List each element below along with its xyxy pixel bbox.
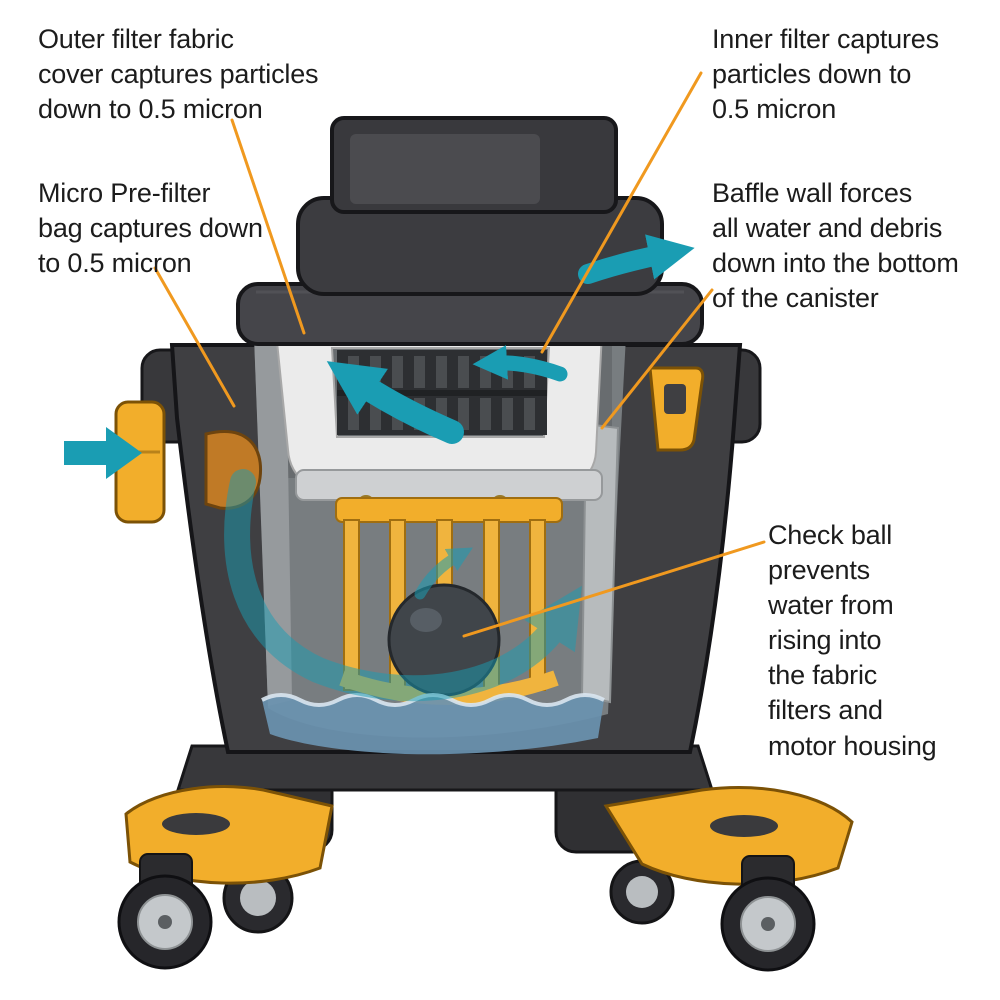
label-pre-filter: Micro Pre-filter bag captures down to 0.… xyxy=(38,178,263,279)
filter-plate xyxy=(295,469,603,501)
leader-check-ball xyxy=(462,540,766,638)
label-check-ball: Check ball prevents water from rising in… xyxy=(768,520,937,761)
label-inner-filter: Inner filter captures particles down to … xyxy=(712,24,939,125)
filter-airflow-arrow xyxy=(326,361,464,444)
inlet-airflow-arrow xyxy=(64,427,142,479)
leader-baffle-wall xyxy=(600,288,714,430)
canister-swoosh-arrow xyxy=(224,469,582,702)
front-left-caster xyxy=(117,785,334,970)
cage-airflow-arrow xyxy=(414,547,473,600)
exhaust-airflow-arrow xyxy=(578,234,695,284)
front-right-caster xyxy=(603,786,854,972)
cut-wall-left xyxy=(254,336,292,706)
motor-top-panel xyxy=(350,134,540,204)
upper-airflow-arrow xyxy=(472,345,568,382)
leader-pre-filter xyxy=(153,266,236,408)
leader-outer-filter xyxy=(230,118,306,335)
leader-inner-filter xyxy=(540,71,703,354)
right-latch xyxy=(648,366,705,452)
label-baffle-wall: Baffle wall forces all water and debris … xyxy=(712,178,959,314)
leader-lines xyxy=(153,71,766,638)
label-outer-filter: Outer filter fabric cover captures parti… xyxy=(38,24,319,125)
airflow-arrows xyxy=(64,234,695,702)
